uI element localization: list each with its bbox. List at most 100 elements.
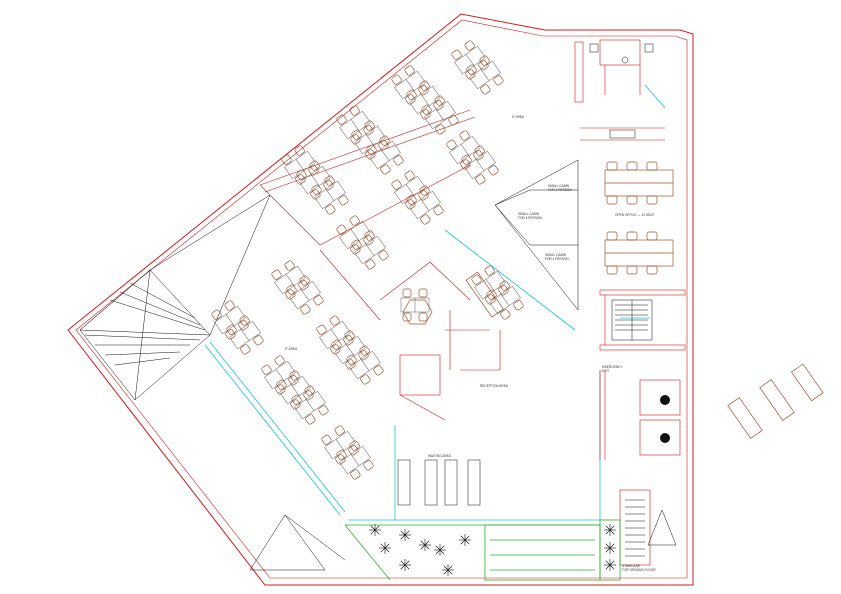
chair: [281, 154, 292, 165]
chair: [305, 414, 316, 425]
chair: [474, 145, 485, 156]
chair: [321, 434, 332, 445]
bottom-left-void: [249, 514, 346, 571]
chair: [513, 300, 524, 311]
chair: [406, 89, 417, 100]
chair: [406, 194, 417, 205]
chair: [626, 195, 638, 205]
chair: [404, 65, 415, 76]
chair: [346, 354, 357, 365]
workstation-cluster: [461, 145, 499, 185]
workstation-cluster: [471, 265, 509, 305]
chair: [336, 224, 347, 235]
chair: [240, 344, 251, 355]
chair: [304, 385, 315, 396]
chair: [364, 120, 375, 131]
chair: [391, 179, 402, 190]
chair: [271, 269, 282, 280]
chair: [211, 309, 222, 320]
label-it-area-left: IT AREA: [285, 347, 298, 351]
chair: [484, 265, 495, 276]
chair: [294, 145, 305, 156]
workstation-cluster: [271, 260, 309, 300]
workstation-cluster: [226, 315, 264, 355]
small-cabins: [494, 159, 579, 311]
left-void-hatch: [79, 194, 271, 401]
chair: [391, 74, 402, 85]
chair: [464, 40, 475, 51]
plant-icon: [434, 544, 446, 556]
chair: [359, 345, 370, 356]
label-reception: RECEPTION AREA: [480, 384, 509, 388]
chair: [226, 324, 237, 335]
outer-walls: [67, 13, 694, 586]
plant-icon: [369, 524, 381, 536]
chair: [325, 204, 336, 215]
interior-walls: [259, 39, 686, 566]
chair: [479, 55, 490, 66]
workstation-cluster: [261, 355, 299, 395]
chair: [461, 154, 472, 165]
chair: [486, 289, 497, 300]
chair: [276, 379, 287, 390]
chair: [239, 315, 250, 326]
workstation-cluster: [406, 185, 444, 225]
workstation-cluster: [446, 130, 484, 170]
chair: [334, 425, 345, 436]
chair: [402, 312, 412, 322]
chair: [393, 155, 404, 166]
workstation-cluster: [286, 275, 324, 315]
chair: [471, 274, 482, 285]
chair: [300, 304, 311, 315]
label-it-area-top: IT AREA: [512, 115, 525, 119]
chair: [451, 49, 462, 60]
chair: [299, 275, 310, 286]
workstation-cluster: [421, 95, 459, 135]
chair: [373, 365, 384, 376]
chair: [311, 184, 322, 195]
chair: [435, 124, 446, 135]
chair: [324, 175, 335, 186]
chair: [309, 160, 320, 171]
chair: [606, 231, 618, 241]
chair: [261, 364, 272, 375]
chair: [364, 230, 375, 241]
workstation-cluster: [291, 385, 329, 425]
chair: [365, 259, 376, 270]
staircase-upper: [611, 299, 653, 341]
chair: [606, 195, 618, 205]
workstation-cluster: [351, 230, 389, 270]
chair: [626, 265, 638, 275]
chair: [349, 440, 360, 451]
chair: [475, 174, 486, 185]
meeting-table: [402, 299, 433, 325]
workstation-cluster: [451, 40, 489, 80]
toilet-fixtures: [589, 43, 654, 139]
chair: [350, 469, 361, 480]
plant-icon: [604, 542, 616, 554]
workstations: [211, 40, 658, 480]
chair: [344, 330, 355, 341]
chair: [274, 355, 285, 366]
chair: [349, 105, 360, 116]
chair: [433, 205, 444, 216]
workstation-cluster: [351, 120, 389, 160]
chair: [646, 265, 658, 275]
chair: [418, 288, 428, 298]
chair: [363, 460, 374, 471]
workstation-cluster: [296, 160, 334, 200]
open-office-tables: [604, 169, 674, 267]
lift-cars: [660, 395, 670, 443]
chair: [421, 104, 432, 115]
chair: [488, 165, 499, 176]
workstation-cluster: [366, 135, 404, 175]
label-waiting: WAITING AREA: [428, 454, 452, 458]
chair: [448, 115, 459, 126]
chair: [404, 170, 415, 181]
chair: [378, 250, 389, 261]
chair: [500, 309, 511, 320]
